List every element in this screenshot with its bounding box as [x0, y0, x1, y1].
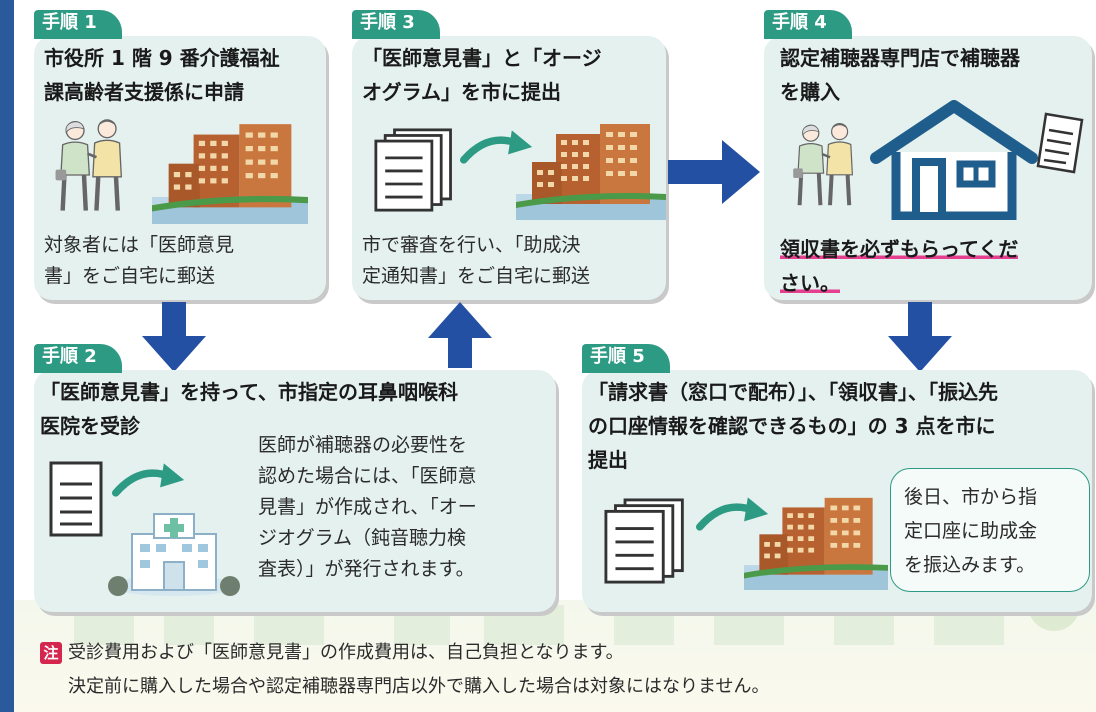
step1-title-line1: 市役所 1 階 9 番介護福祉	[44, 46, 280, 70]
house-icon	[870, 100, 1038, 220]
step4-title-line2: を購入	[780, 80, 840, 104]
step2-body-line5: 査表）」が発行されます。	[258, 558, 475, 580]
step2-body-line2: 認めた場合には、「医師意	[258, 465, 477, 487]
city-hall-building-icon	[516, 118, 666, 222]
step2-title-line2: 医院を受診	[40, 414, 140, 438]
step1-body-line1: 対象者には「医師意見	[44, 234, 235, 256]
step5-body-line3: を振込みます。	[904, 554, 1036, 576]
step2-body-line1: 医師が補聴器の必要性を	[258, 434, 468, 456]
step2-body-line4: ジオグラム（鈍音聴力検	[258, 527, 467, 549]
step5-body-line1: 後日、市から指	[904, 486, 1038, 508]
step3-body-line2: 定通知書」をご自宅に郵送	[362, 265, 591, 287]
right-arrow-icon	[668, 140, 760, 204]
note-line2: 決定前に購入した場合や認定補聴器専門店以外で購入した場合は対象にはなりません。	[68, 676, 770, 697]
elderly-couple-icon	[52, 112, 132, 222]
document-stack-icon	[49, 461, 103, 537]
clinic-building-icon	[108, 513, 240, 596]
step1-tab: 手順 1	[34, 10, 122, 39]
step5-title-line1: 「請求書（窓口で配布）」、「領収書」、「振込先	[588, 380, 998, 404]
step4-highlight-text2: さい。	[780, 271, 840, 295]
step5-title-line3: 提出	[588, 448, 628, 472]
step5-tab: 手順 5	[582, 344, 670, 373]
down-arrow-icon	[142, 302, 206, 372]
note-badge: 注	[40, 642, 62, 664]
step1-body-line2: 書」をご自宅に郵送	[44, 265, 216, 287]
down-arrow-icon	[888, 302, 952, 372]
step5-body-line2: 定口座に助成金	[904, 520, 1038, 542]
elderly-couple-icon	[790, 116, 862, 216]
step1-title-line2: 課高齢者支援係に申請	[44, 80, 244, 104]
curved-arrow-icon	[112, 460, 186, 500]
up-arrow-icon	[428, 302, 492, 368]
document-stack-icon	[374, 128, 458, 212]
receipt-icon	[1036, 112, 1084, 174]
step5-title-line2: の口座情報を確認できるもの」の 3 点を市に	[588, 414, 996, 438]
city-hall-building-icon	[744, 492, 888, 592]
step3-title-line1: 「医師意見書」と「オージ	[362, 46, 602, 70]
document-stack-icon	[604, 498, 690, 584]
step5-notice-box	[890, 468, 1090, 592]
step2-title-line1: 「医師意見書」を持って、市指定の耳鼻咽喉科	[40, 380, 458, 404]
step2-body-line3: 見書」が作成され、「オー	[258, 496, 477, 518]
step4-highlight-text1: 領収書を必ずもらってくだ	[780, 237, 1019, 261]
frame-left-border	[0, 0, 14, 712]
step3-tab: 手順 3	[352, 10, 440, 39]
city-hall-building-icon	[150, 120, 310, 224]
step4-highlight-line1: 領収書を必ずもらってくだ	[780, 230, 1019, 268]
step4-title-line1: 認定補聴器専門店で補聴器	[780, 46, 1020, 70]
step3-body-line1: 市で審査を行い、「助成決	[362, 234, 581, 256]
footer-band	[14, 600, 1096, 712]
step2-tab: 手順 2	[34, 344, 122, 373]
step3-title-line2: オグラム」を市に提出	[362, 80, 561, 104]
step4-highlight-line2: さい。	[780, 264, 840, 302]
step4-tab: 手順 4	[764, 10, 852, 39]
note-line1: 受診費用および「医師意見書」の作成費用は、自己負担となります。	[68, 642, 624, 663]
